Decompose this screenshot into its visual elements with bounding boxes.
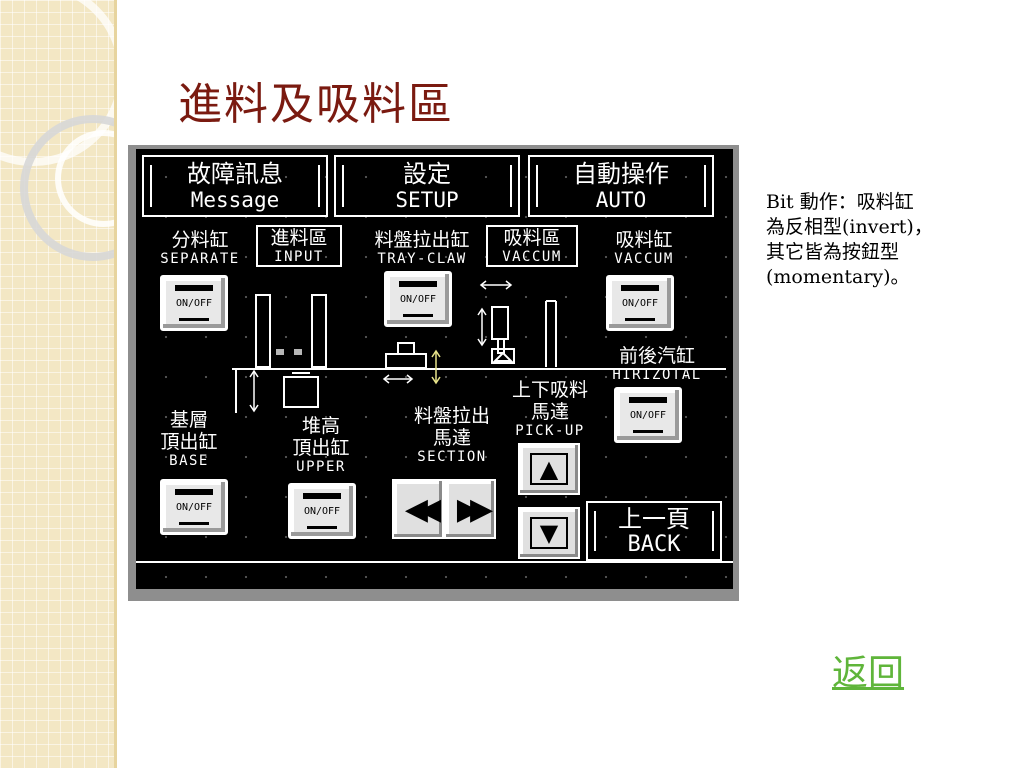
upper-label-zh1: 堆高 xyxy=(301,415,340,437)
hmi-screen: 故障訊息 Message 設定 SETUP 自動操作 AUTO 分料缸 SEPA… xyxy=(136,149,733,589)
message-menu-en: Message xyxy=(190,188,280,212)
section-label-en: SECTION xyxy=(417,449,487,465)
decorative-sidebar xyxy=(0,0,117,768)
note-line-2: 為反相型(invert)， xyxy=(766,216,933,238)
back-button[interactable]: 上一頁 BACK xyxy=(586,501,722,561)
tray-claw-switch-text: ON/OFF xyxy=(399,294,437,305)
vaccum-label-zh: 吸料缸 xyxy=(615,229,673,251)
mechanism-diagram xyxy=(232,280,726,413)
input-label: 進料區 INPUT xyxy=(256,225,342,267)
down-arrow-icon: ▼ xyxy=(530,517,568,549)
separate-switch-text: ON/OFF xyxy=(175,298,213,309)
setup-menu-button[interactable]: 設定 SETUP xyxy=(334,155,520,217)
separate-on-off-switch[interactable]: ON/OFF xyxy=(160,275,228,331)
back-button-en: BACK xyxy=(627,532,681,557)
up-arrow-icon: ▲ xyxy=(530,453,568,485)
separate-label-zh: 分料缸 xyxy=(171,229,229,251)
upper-label: 堆高 頂出缸 UPPER xyxy=(276,415,366,475)
vaccum-label: 吸料缸 VACCUM xyxy=(594,229,694,267)
rewind-icon: ◀◀ xyxy=(404,491,441,527)
hirizotal-label-zh: 前後汽缸 xyxy=(618,345,695,367)
section-label-zh1: 料盤拉出 xyxy=(413,405,490,427)
note-line-4: (momentary)。 xyxy=(766,266,910,288)
vaccum-on-off-switch[interactable]: ON/OFF xyxy=(606,275,674,331)
tray-claw-label: 料盤拉出缸 TRAY-CLAW xyxy=(354,229,490,267)
pick-up-label-en: PICK-UP xyxy=(515,423,585,439)
upper-label-en: UPPER xyxy=(296,459,346,475)
status-bar-divider xyxy=(136,561,733,563)
setup-menu-zh: 設定 xyxy=(403,160,451,188)
message-menu-zh: 故障訊息 xyxy=(187,160,283,188)
tray-claw-on-off-switch[interactable]: ON/OFF xyxy=(384,271,452,327)
auto-menu-zh: 自動操作 xyxy=(573,160,669,188)
pick-up-label: 上下吸料 馬達 PICK-UP xyxy=(498,379,602,439)
message-menu-button[interactable]: 故障訊息 Message xyxy=(142,155,328,217)
return-link[interactable]: 返回 xyxy=(832,653,905,694)
hirizotal-switch-text: ON/OFF xyxy=(629,410,667,421)
upper-switch-text: ON/OFF xyxy=(303,506,341,517)
setup-menu-en: SETUP xyxy=(395,188,459,212)
tray-claw-label-en: TRAY-CLAW xyxy=(377,251,467,267)
base-label: 基層 頂出缸 BASE xyxy=(144,409,234,469)
bit-action-note: Bit 動作：吸料缸 為反相型(invert)， 其它皆為按鈕型 (moment… xyxy=(766,190,996,290)
upper-label-zh2: 頂出缸 xyxy=(292,437,350,459)
vaccum-area-label-en: VACCUM xyxy=(502,249,562,265)
note-line-1: Bit 動作：吸料缸 xyxy=(766,191,914,213)
base-label-zh2: 頂出缸 xyxy=(160,431,218,453)
note-line-3: 其它皆為按鈕型 xyxy=(766,241,900,263)
pick-up-label-zh2: 馬達 xyxy=(530,401,569,423)
section-forward-button[interactable]: ▶▶ xyxy=(444,479,496,539)
pick-up-button[interactable]: ▲ xyxy=(518,443,580,495)
auto-menu-en: AUTO xyxy=(595,188,647,212)
section-reverse-button[interactable]: ◀◀ xyxy=(392,479,444,539)
base-label-zh1: 基層 xyxy=(169,409,208,431)
input-label-en: INPUT xyxy=(274,249,324,265)
base-label-en: BASE xyxy=(169,453,209,469)
auto-menu-button[interactable]: 自動操作 AUTO xyxy=(528,155,714,217)
pick-up-label-zh1: 上下吸料 xyxy=(511,379,588,401)
vaccum-label-en: VACCUM xyxy=(614,251,674,267)
hirizotal-label: 前後汽缸 HIRIZOTAL xyxy=(592,345,722,383)
hirizotal-label-en: HIRIZOTAL xyxy=(612,367,702,383)
section-label-zh2: 馬達 xyxy=(432,427,471,449)
input-label-zh: 進料區 xyxy=(270,227,328,249)
separate-label-en: SEPARATE xyxy=(160,251,240,267)
separate-label: 分料缸 SEPARATE xyxy=(144,229,256,267)
section-label: 料盤拉出 馬達 SECTION xyxy=(392,405,512,465)
hmi-panel: 故障訊息 Message 設定 SETUP 自動操作 AUTO 分料缸 SEPA… xyxy=(128,145,739,601)
base-on-off-switch[interactable]: ON/OFF xyxy=(160,479,228,535)
tray-claw-label-zh: 料盤拉出缸 xyxy=(374,229,470,251)
vaccum-switch-text: ON/OFF xyxy=(621,298,659,309)
upper-on-off-switch[interactable]: ON/OFF xyxy=(288,483,356,539)
pick-down-button[interactable]: ▼ xyxy=(518,507,580,559)
hirizotal-on-off-switch[interactable]: ON/OFF xyxy=(614,387,682,443)
vaccum-area-label: 吸料區 VACCUM xyxy=(486,225,578,267)
fast-forward-icon: ▶▶ xyxy=(456,491,493,527)
slide-title: 進料及吸料區 xyxy=(178,79,454,130)
vaccum-area-label-zh: 吸料區 xyxy=(503,227,561,249)
back-button-zh: 上一頁 xyxy=(618,505,690,533)
base-switch-text: ON/OFF xyxy=(175,502,213,513)
